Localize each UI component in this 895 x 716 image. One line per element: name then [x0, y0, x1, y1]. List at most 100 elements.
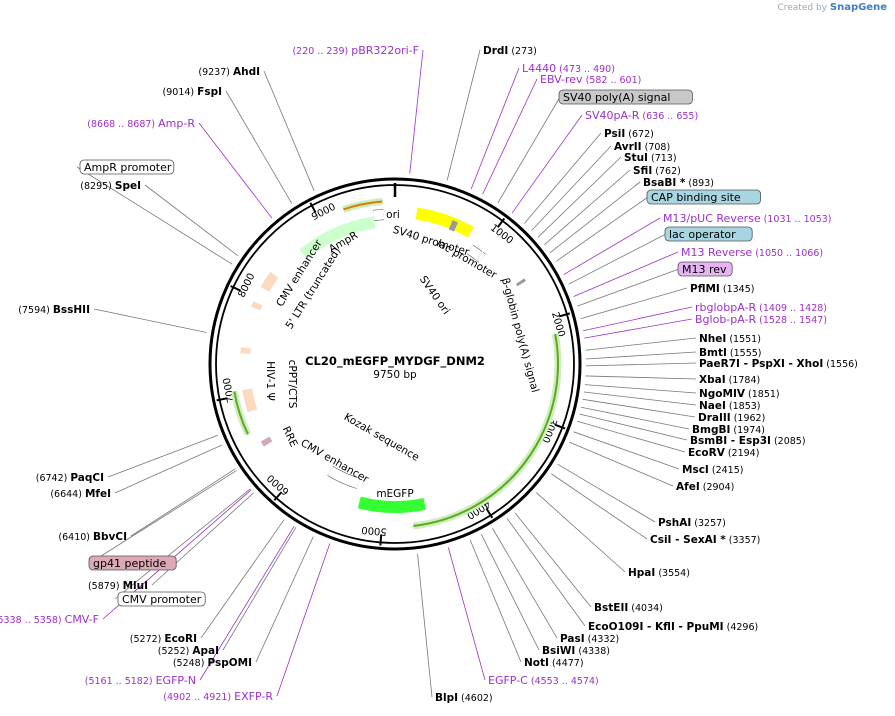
site-label: SfiI (762) [633, 165, 681, 177]
tick-mark [216, 397, 228, 402]
credit: Created by SnapGene [777, 2, 887, 13]
site-label: BsmBI - Esp3I (2085) [690, 435, 806, 447]
callout-line [76, 166, 233, 265]
site-label: PaeR7I - PspXI - XhoI (1556) [699, 358, 858, 370]
callout-line [573, 251, 679, 297]
enzyme-label: (7594) BssHII [18, 304, 90, 316]
site-label: XbaI (1784) [699, 374, 760, 386]
enzyme-label: (5252) ApaI [158, 645, 219, 657]
site-label: (6644) MfeI [50, 488, 111, 500]
enzyme-label: NotI (4477) [524, 657, 584, 669]
site-label: gp41 peptide [88, 555, 177, 571]
tick-mark [273, 491, 283, 501]
site-label: NgoMIV (1851) [699, 388, 780, 400]
site-label: AmpR promoter [79, 159, 175, 175]
callout-line [447, 547, 486, 681]
primer-label: EBV-rev (582 .. 601) [540, 73, 641, 86]
feature-label-box [558, 89, 693, 105]
enzyme-label: NgoMIV (1851) [699, 388, 780, 400]
site-label: rbglobpA-R (1409 .. 1428) [695, 301, 827, 314]
enzyme-label: MscI (2415) [682, 464, 743, 476]
ampr-orange [343, 200, 383, 211]
callout-line [506, 518, 586, 627]
callout-line [557, 463, 656, 523]
feature-label-box [79, 159, 175, 175]
site-label: NheI (1551) [699, 333, 761, 345]
site-label: (6410) BbvCI [58, 531, 127, 543]
site-label: AfeI (2904) [676, 481, 734, 493]
callout-line [93, 308, 207, 333]
enzyme-label: EcoRV (2194) [688, 447, 759, 459]
primer-label: M13/pUC Reverse (1031 .. 1053) [663, 212, 832, 225]
enzyme-label: NaeI (1853) [699, 400, 761, 412]
callout-line [585, 362, 697, 367]
tick-mark [558, 312, 571, 318]
primer-label: (5161 .. 5182) EGFP-N [85, 674, 196, 687]
callout-line [584, 384, 697, 394]
feature-megfp [357, 496, 426, 513]
inner-label: Kozak sequence [342, 411, 421, 464]
feature-sv40-ori [448, 220, 459, 232]
site-label: (4902 .. 4921) EXFP-R [163, 690, 273, 703]
site-label: (220 .. 239) pBR322ori-F [292, 44, 419, 57]
enzyme-label: PflMI (1345) [690, 283, 754, 295]
site-label: EBV-rev (582 .. 601) [540, 73, 641, 86]
plasmid-name: CL20_mEGFP_MYDGF_DNM2 [305, 354, 485, 369]
enzyme-label: (5272) EcoRI [130, 633, 197, 645]
site-label: BmgBI (1974) [692, 424, 765, 436]
enzyme-label: AvrII (708) [614, 141, 670, 153]
site-label: EGFP-C (4553 .. 4574) [488, 674, 599, 687]
site-label: (8295) SpeI [80, 180, 141, 192]
site-label: M13 Reverse (1050 .. 1066) [681, 246, 823, 259]
callout-line [551, 473, 648, 540]
enzyme-label: DraIII (1962) [698, 412, 765, 424]
feature-gp41 [260, 436, 273, 447]
feature-label-box [664, 226, 753, 242]
site-label: EcoRV (2194) [688, 447, 759, 459]
site-label: SV40pA-R (636 .. 655) [585, 109, 698, 122]
feature-label-text: CAP binding site [651, 191, 741, 204]
callout-line [511, 114, 583, 214]
feature-label-box [677, 261, 733, 277]
feature-ampr [299, 216, 376, 260]
site-label: (5252) ApaI [158, 645, 219, 657]
enzyme-label: BsaBI * (893) [643, 177, 714, 189]
backbone-outer [208, 177, 582, 551]
enzyme-label: (9014) FspI [163, 86, 222, 98]
site-label: StuI (713) [624, 152, 677, 164]
callout-line [584, 318, 693, 339]
enzyme-label: CsiI - SexAI * (3357) [650, 534, 760, 546]
callout-line [555, 196, 649, 262]
site-label: HpaI (3554) [628, 567, 690, 579]
inner-label: β-globin poly(A) signal [499, 277, 541, 394]
feature-label-text: M13 rev [682, 263, 727, 276]
feature-label-box [646, 189, 761, 205]
callout-line [114, 444, 223, 494]
tick-mark [379, 534, 383, 546]
callout-line [573, 431, 680, 470]
enzyme-label: BsiWI (4338) [542, 645, 610, 657]
site-label: EcoO109I - KflI - PpuMI (4296) [588, 621, 758, 633]
site-label: BsaBI * (893) [643, 177, 714, 189]
primer-label: (220 .. 239) pBR322ori-F [292, 44, 419, 57]
feature-label-text: SV40 poly(A) signal [563, 91, 670, 104]
enzyme-label: StuI (713) [624, 152, 677, 164]
enzyme-label: HpaI (3554) [628, 567, 690, 579]
feature-ampr-promoter [372, 209, 385, 221]
enzyme-label: BsmBI - Esp3I (2085) [690, 435, 806, 447]
site-label: PasI (4332) [560, 633, 619, 645]
callout-line [544, 169, 631, 246]
inner-label: lac promoter [434, 237, 499, 281]
tick-mark [554, 423, 566, 430]
site-label: lac operator [664, 226, 753, 242]
site-label: DraIII (1962) [698, 412, 765, 424]
tick-mark [230, 285, 241, 292]
callout-line [582, 398, 696, 418]
tick-mark [485, 507, 494, 519]
callout-line [585, 351, 697, 360]
primer-label: SV40pA-R (636 .. 655) [585, 109, 698, 122]
credit-brand: SnapGene [829, 2, 887, 13]
callout-line [585, 337, 697, 351]
callout-line [514, 512, 592, 608]
